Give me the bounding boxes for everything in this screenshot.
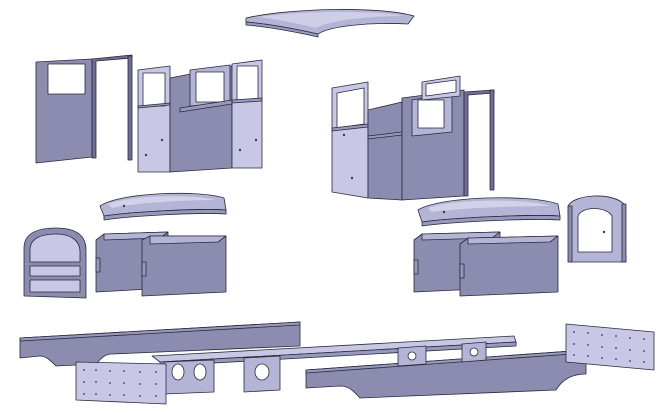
side-skirt-panels [19,321,587,399]
hood-right [417,197,561,227]
cab-right-assembly [331,75,495,201]
rear-door-arched [567,195,627,263]
side-box-left [95,231,227,297]
side-box-right [413,231,559,297]
hood-left [99,192,227,221]
cab-roof [245,9,415,38]
front-grille-arched [23,227,87,299]
perforated-end-plates [75,323,655,405]
cab-left-assembly [35,54,263,173]
chassis-frame [151,335,517,395]
